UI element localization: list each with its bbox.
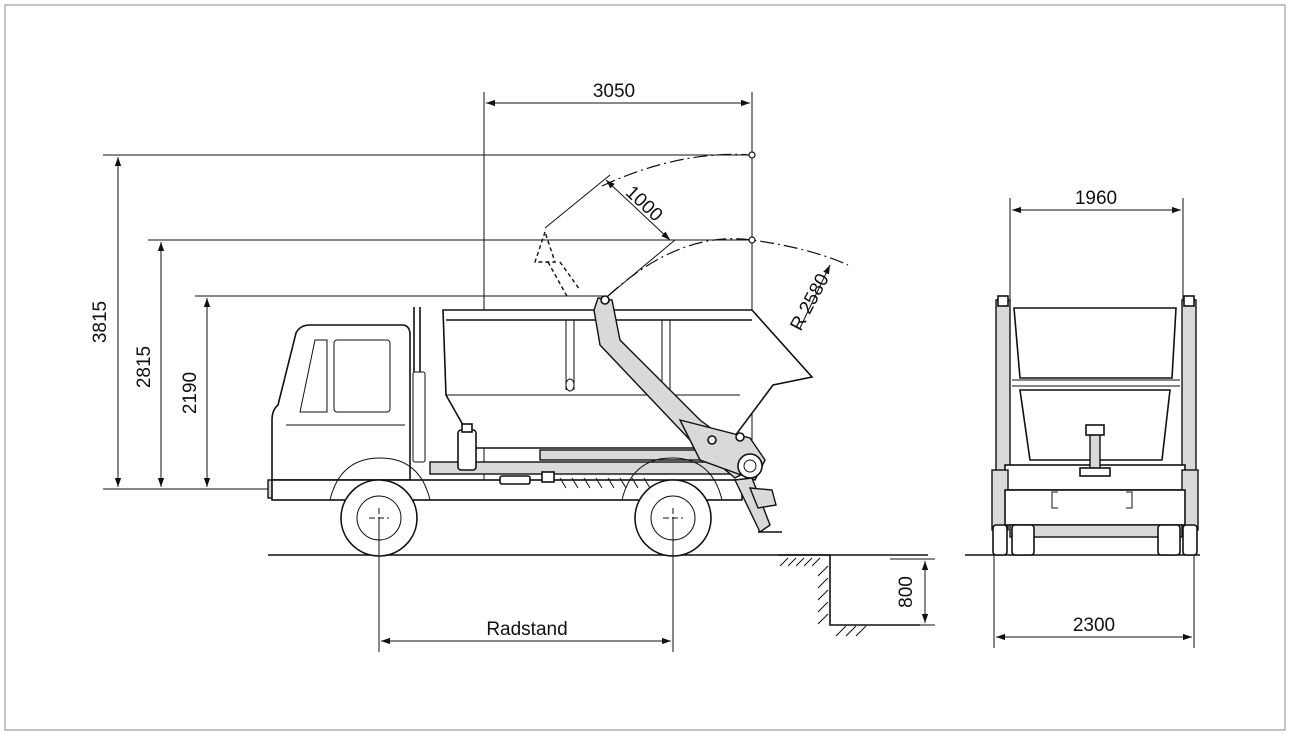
dim-line-arm-extension [605, 179, 671, 241]
side-view: 3050 1000 R 2580 3815 2815 2190 Radstand… [90, 81, 935, 652]
pivot-point-lower [748, 236, 756, 244]
arc-lower [607, 238, 849, 297]
raised-arm-dashed [534, 231, 581, 299]
dim-wheelbase: Radstand [486, 619, 567, 640]
skip-container [442, 309, 814, 449]
dim-rear-width-inner: 1960 [1075, 188, 1117, 209]
arc-upper [601, 153, 753, 187]
lifting-arm [593, 295, 782, 534]
drawing-frame [4, 4, 1286, 731]
dim-height-mid: 2815 [134, 346, 155, 388]
dim-arm-extension: 1000 [621, 182, 666, 226]
truck-cab [267, 307, 426, 499]
rear-view: 1960 2300 [965, 188, 1200, 648]
dim-rear-width-outer: 2300 [1073, 615, 1115, 636]
pivot-point-upper [748, 151, 756, 159]
dim-pit-depth: 800 [896, 576, 917, 608]
pit-step [778, 554, 920, 637]
dim-height-max: 3815 [90, 301, 111, 343]
dim-reach: 3050 [593, 81, 635, 102]
dim-radius: R 2580 [786, 270, 833, 334]
dim-line-radius [799, 264, 831, 329]
dim-height-low: 2190 [180, 372, 201, 414]
